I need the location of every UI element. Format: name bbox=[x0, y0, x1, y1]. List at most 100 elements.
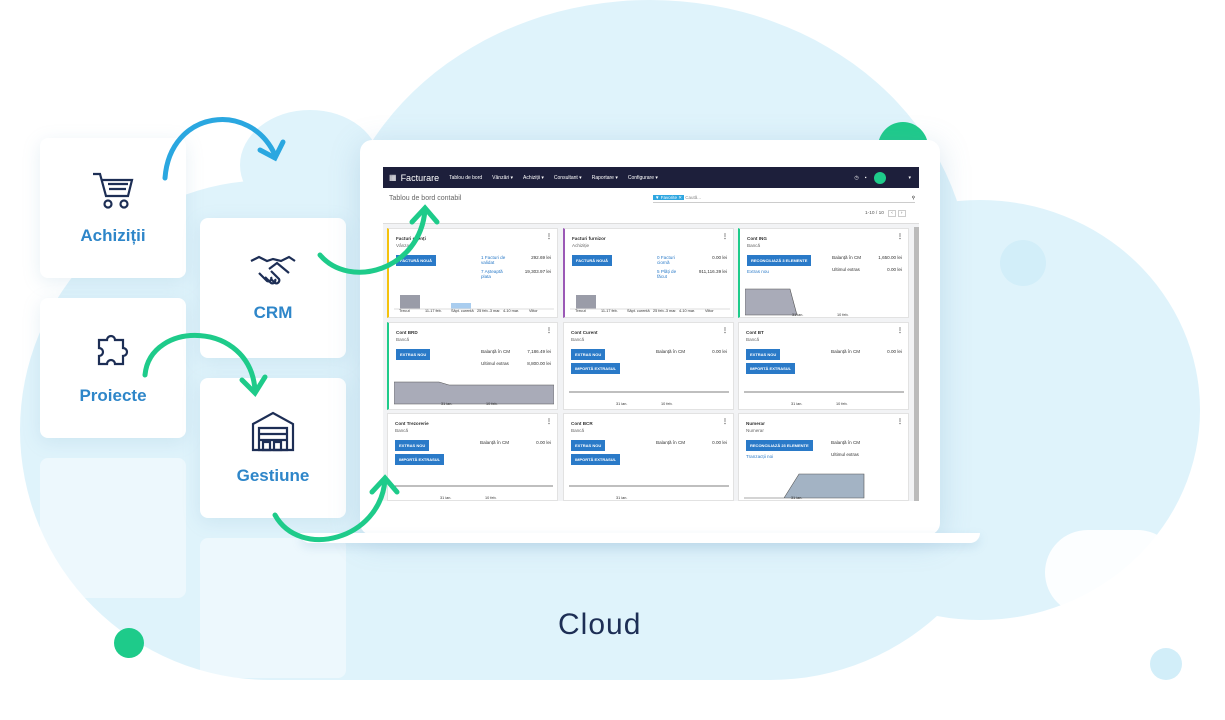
module-gestiune: Gestiune bbox=[200, 378, 346, 518]
axis-label: 4-10 mar. bbox=[679, 309, 696, 313]
import-statement-button[interactable]: IMPORTĂ EXTRASUL bbox=[571, 454, 621, 465]
card-menu-icon[interactable]: ⋮ bbox=[897, 234, 903, 240]
card-menu-icon[interactable]: ⋮ bbox=[546, 328, 552, 334]
module-label: CRM bbox=[253, 303, 293, 322]
card-title[interactable]: Numerar bbox=[746, 421, 765, 426]
card-link[interactable]: Extras nou bbox=[747, 269, 769, 274]
app-name[interactable]: Facturare bbox=[400, 172, 440, 183]
bar bbox=[451, 303, 471, 309]
axis-label: 11-17 feb. bbox=[425, 309, 442, 313]
import-statement-button[interactable]: IMPORTĂ EXTRASUL bbox=[746, 363, 796, 374]
prev-page-button[interactable]: ‹ bbox=[888, 210, 896, 217]
line-chart bbox=[569, 485, 729, 487]
menu-tablou[interactable]: Tablou de bord bbox=[449, 174, 483, 181]
warehouse-icon bbox=[251, 411, 295, 452]
import-statement-button[interactable]: IMPORTĂ EXTRASUL bbox=[571, 363, 621, 374]
card-link[interactable]: 1 Facturi de validat bbox=[481, 255, 506, 265]
card-primary-button[interactable]: FACTURĂ NOUĂ bbox=[396, 255, 436, 266]
filter-facet[interactable]: ▼ Favorite ✕ bbox=[653, 195, 685, 200]
card-link[interactable]: 5 Plăți de făcut bbox=[657, 269, 677, 279]
card-subtitle: Bancă bbox=[571, 428, 585, 433]
card-title[interactable]: Cont BCR bbox=[571, 421, 593, 426]
card-title[interactable]: Facturi furnizor bbox=[572, 236, 606, 241]
import-statement-button[interactable]: IMPORTĂ EXTRASUL bbox=[395, 454, 445, 465]
bar bbox=[400, 295, 420, 309]
card-menu-icon[interactable]: ⋮ bbox=[546, 234, 552, 240]
card-primary-button[interactable]: EXTRAS NOU bbox=[571, 349, 606, 360]
control-panel: Tablou de bord contabil ▼ Favorite ✕ Cau… bbox=[383, 188, 919, 224]
card-value: 911,116.39 lei bbox=[698, 269, 727, 274]
scrollbar[interactable] bbox=[914, 227, 919, 501]
card-title[interactable]: Cont Curent bbox=[571, 330, 598, 335]
card-title[interactable]: Cont BT bbox=[746, 330, 764, 335]
menu-configurare[interactable]: Configurare ▾ bbox=[627, 174, 658, 181]
menu-vanzari[interactable]: Vânzări ▾ bbox=[492, 174, 514, 181]
card-primary-button[interactable]: EXTRAS NOU bbox=[571, 440, 606, 451]
card-primary-button[interactable]: FACTURĂ NOUĂ bbox=[572, 255, 612, 266]
card-subtitle: Vânzare bbox=[396, 243, 414, 248]
search-icon[interactable]: ⚲ bbox=[911, 195, 915, 200]
card-subtitle: Bancă bbox=[571, 337, 585, 342]
line-chart bbox=[569, 391, 729, 393]
page-title: Tablou de bord contabil bbox=[389, 195, 462, 202]
arrowhead bbox=[239, 374, 268, 397]
module-achizitii: Achiziții bbox=[40, 138, 186, 278]
card-menu-icon[interactable]: ⋮ bbox=[897, 419, 903, 425]
module-label: Gestiune bbox=[236, 466, 310, 485]
area bbox=[394, 381, 554, 405]
axis-label: 25 feb.-3 mar. bbox=[477, 309, 501, 313]
apps-grid-icon[interactable]: ▦ bbox=[389, 173, 397, 182]
card-primary-button[interactable]: EXTRAS NOU bbox=[396, 349, 431, 360]
small-cloud bbox=[1045, 530, 1180, 615]
next-page-button[interactable]: › bbox=[897, 210, 906, 217]
card-title[interactable]: Cont Trezorerie bbox=[395, 421, 429, 426]
card-title[interactable]: Cont BRD bbox=[396, 330, 418, 335]
card-primary-button[interactable]: RECONCILIAZĂ 23 ELEMENTE bbox=[746, 440, 813, 451]
card-link[interactable]: 7 Așteaptă plata bbox=[481, 269, 503, 279]
module-proiecte: Proiecte bbox=[40, 298, 186, 438]
card-link[interactable]: 0 Facturi ciornă bbox=[657, 255, 675, 265]
module-placeholder bbox=[200, 538, 346, 678]
card-menu-icon[interactable]: ⋮ bbox=[546, 419, 552, 425]
puzzle-icon bbox=[97, 334, 129, 366]
laptop-base bbox=[300, 533, 980, 543]
menu-achizitii[interactable]: Achiziții ▾ bbox=[523, 174, 544, 181]
card-title[interactable]: Cont ING bbox=[747, 236, 767, 241]
dashboard-card: Cont BCR Bancă ⋮ EXTRAS NOU IMPORTĂ EXTRA… bbox=[563, 413, 734, 501]
menu-consultant[interactable]: Consultant ▾ bbox=[553, 174, 582, 181]
card-primary-button[interactable]: RECONCILIAZĂ 3 ELEMENTE bbox=[747, 255, 812, 266]
axis-label: 31 ian. bbox=[441, 402, 453, 406]
search-input[interactable]: Caută... bbox=[685, 195, 702, 200]
balance-label: Balanță în CM bbox=[831, 349, 861, 354]
chat-icon[interactable]: ▪ bbox=[864, 174, 867, 181]
card-menu-icon[interactable]: ⋮ bbox=[722, 234, 728, 240]
user-menu-caret[interactable]: ▾ bbox=[908, 174, 911, 181]
card-subtitle: Bancă bbox=[747, 243, 761, 248]
menu-raportare[interactable]: Raportare ▾ bbox=[591, 174, 618, 181]
axis-label: 31 ian. bbox=[440, 496, 452, 500]
card-primary-button[interactable]: EXTRAS NOU bbox=[395, 440, 430, 451]
clock-icon[interactable]: ◷ bbox=[854, 174, 859, 181]
avatar[interactable] bbox=[874, 171, 887, 184]
bar-chart bbox=[570, 295, 730, 310]
axis-label: 11-17 feb. bbox=[601, 309, 618, 313]
module-label: Achiziții bbox=[80, 226, 146, 245]
module-placeholder bbox=[40, 458, 186, 598]
navbar: ▦ Facturare Tablou de bord Vânzări ▾ Ach… bbox=[383, 167, 919, 188]
card-link[interactable]: Tranzacții noi bbox=[746, 454, 774, 459]
axis-label: 31 ian. bbox=[792, 313, 804, 317]
card-subtitle: Numerar bbox=[746, 428, 764, 433]
card-menu-icon[interactable]: ⋮ bbox=[722, 328, 728, 334]
search-bar[interactable]: ▼ Favorite ✕ Caută... ⚲ bbox=[653, 195, 915, 203]
balance-value: 0.00 lei bbox=[712, 349, 727, 354]
card-title[interactable]: Facturi clienți bbox=[396, 236, 426, 241]
cart-icon bbox=[93, 172, 134, 209]
card-menu-icon[interactable]: ⋮ bbox=[722, 419, 728, 425]
handshake-icon bbox=[250, 255, 296, 285]
axis-label: 25 feb.-3 mar. bbox=[653, 309, 677, 313]
card-menu-icon[interactable]: ⋮ bbox=[897, 328, 903, 334]
card-primary-button[interactable]: EXTRAS NOU bbox=[746, 349, 781, 360]
module-label: Proiecte bbox=[79, 386, 147, 405]
